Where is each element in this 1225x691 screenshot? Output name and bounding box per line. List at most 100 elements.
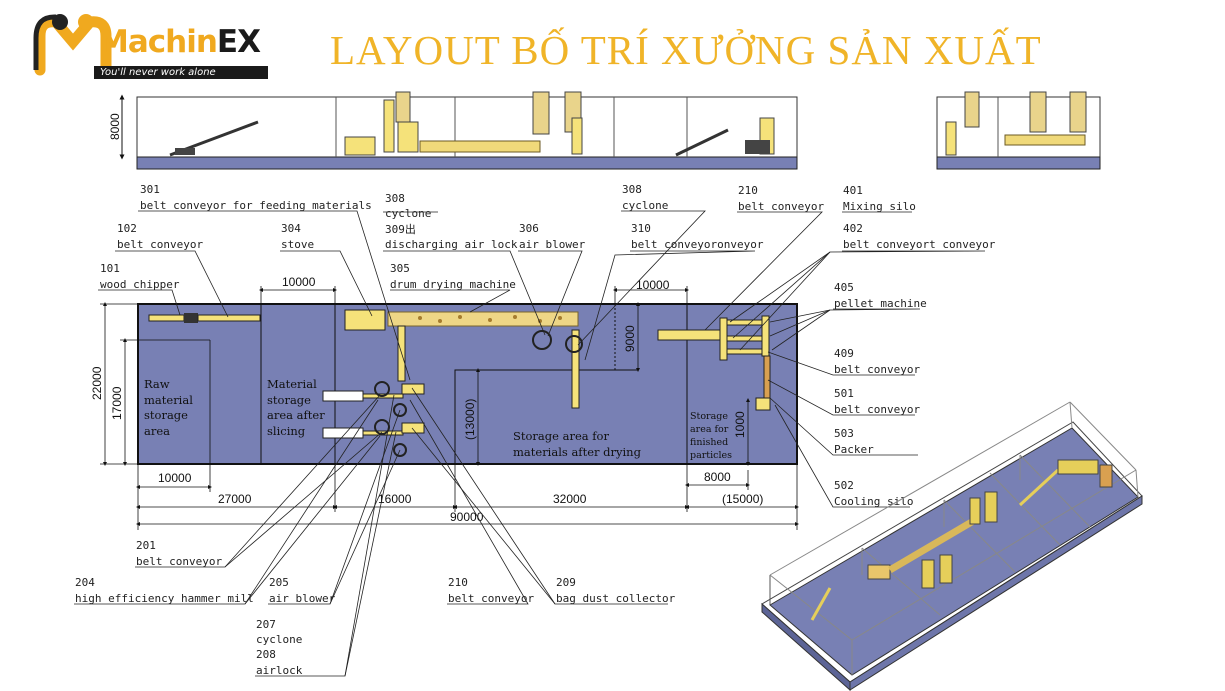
label-401-text: Mixing silo <box>843 200 916 213</box>
label-209-text: bag dust collector <box>556 592 676 605</box>
area-finished-line4: particles <box>690 450 732 461</box>
label-402-text: belt conveyort conveyor <box>843 238 996 251</box>
svg-text:finished: finished <box>690 437 728 448</box>
dim-10000-top: 10000 <box>282 275 316 289</box>
dim-10000-bottom: 10000 <box>158 471 192 485</box>
area-raw-line4: area <box>144 424 170 438</box>
machinex-logo <box>28 8 278 83</box>
label-409-number: 409 <box>834 347 854 360</box>
label-204-text: high efficiency hammer mill <box>75 592 254 605</box>
label-502-text: Cooling silo <box>834 495 913 508</box>
svg-text:storage: storage <box>144 408 188 422</box>
area-dried-line1: Storage area for <box>513 429 609 443</box>
label-405-number: 405 <box>834 281 854 294</box>
label-501-text: belt conveyor <box>834 403 920 416</box>
label-101-text: wood chipper <box>100 278 180 291</box>
area-material-line4: slicing <box>267 424 306 438</box>
label-401-number: 401 <box>843 184 863 197</box>
label-309-number: 309出 <box>385 222 416 236</box>
area-raw-line2: material <box>144 393 193 407</box>
label-102-number: 102 <box>117 222 137 235</box>
label-308b-number: 308 <box>622 183 642 196</box>
label-101-number: 101 <box>100 262 120 275</box>
label-304-number: 304 <box>281 222 301 235</box>
area-finished-line2: area for <box>690 424 729 435</box>
dim-13000: (13000) <box>463 399 477 440</box>
label-205-text: air blower <box>269 592 336 605</box>
label-208-number: 208 <box>256 648 276 661</box>
dim-32000: 32000 <box>553 492 587 506</box>
plan-view: Raw material storage area Material stora… <box>137 303 798 465</box>
label-305-text: drum drying machine <box>390 278 516 291</box>
svg-text:materials after drying: materials after drying <box>513 445 642 459</box>
label-209-number: 209 <box>556 576 576 589</box>
label-502-number: 502 <box>834 479 854 492</box>
label-306-number: 306 <box>519 222 539 235</box>
component-labels: 301 belt conveyor for feeding materials … <box>75 183 996 677</box>
dimension-values: 10000 10000 22000 17000 9000 (13000) 100… <box>90 275 763 524</box>
elevation-view: 8000 <box>108 91 798 170</box>
label-210a-number: 210 <box>738 184 758 197</box>
label-102-text: belt conveyor <box>117 238 203 251</box>
label-503-text: Packer <box>834 443 874 456</box>
label-405-text: pellet machine <box>834 297 927 310</box>
label-301-number: 301 <box>140 183 160 196</box>
area-finished-line1: Storage <box>690 411 728 422</box>
svg-text:area: area <box>144 424 170 438</box>
dim-9000: 9000 <box>623 325 637 352</box>
label-210b-number: 210 <box>448 576 468 589</box>
label-305-number: 305 <box>390 262 410 275</box>
label-301-text: belt conveyor for feeding materials <box>140 199 372 212</box>
dim-90000: 90000 <box>450 510 484 524</box>
svg-text:slicing: slicing <box>267 424 306 438</box>
svg-text:Storage: Storage <box>690 411 728 422</box>
label-310-text: belt conveyoronveyor <box>631 238 764 251</box>
label-201-number: 201 <box>136 539 156 552</box>
dim-22000: 22000 <box>90 366 104 400</box>
label-201-text: belt conveyor <box>136 555 222 568</box>
label-308b-text: cyclone <box>622 199 668 212</box>
label-402-number: 402 <box>843 222 863 235</box>
logo-name: MachinEX <box>98 24 261 60</box>
svg-text:Raw: Raw <box>144 377 170 391</box>
label-208-text: airlock <box>256 664 303 677</box>
svg-text:Material: Material <box>267 377 317 391</box>
label-204-number: 204 <box>75 576 95 589</box>
label-210a-text: belt conveyor <box>738 200 824 213</box>
label-409-text: belt conveyor <box>834 363 920 376</box>
label-207-number: 207 <box>256 618 276 631</box>
leader-lines <box>74 210 986 677</box>
label-306-text: air blower <box>519 238 586 251</box>
label-309-text: discharging air lock <box>385 238 518 251</box>
svg-text:storage: storage <box>267 393 311 407</box>
area-raw-line1: Raw <box>144 377 170 391</box>
page-title: LAYOUT BỐ TRÍ XƯỞNG SẢN XUẤT <box>330 27 1042 73</box>
svg-text:area for: area for <box>690 424 729 435</box>
area-material-line3: area after <box>267 408 325 422</box>
dimension-lines <box>100 286 799 530</box>
label-308a-number: 308 <box>385 192 405 205</box>
logo-tagline: You'll never work alone <box>94 66 268 79</box>
dim-17000: 17000 <box>110 386 124 420</box>
label-210b-text: belt conveyor <box>448 592 534 605</box>
dim-15000: (15000) <box>722 492 763 506</box>
area-raw-line3: storage <box>144 408 188 422</box>
svg-text:area after: area after <box>267 408 325 422</box>
dim-27000: 27000 <box>218 492 252 506</box>
svg-text:material: material <box>144 393 193 407</box>
svg-text:particles: particles <box>690 450 732 461</box>
dim-1000: 1000 <box>733 411 747 438</box>
dim-16000: 16000 <box>378 492 412 506</box>
area-material-line2: storage <box>267 393 311 407</box>
label-501-number: 501 <box>834 387 854 400</box>
isometric-3d-view <box>761 401 1143 691</box>
side-elevation-view <box>936 91 1101 170</box>
label-304-text: stove <box>281 238 314 251</box>
logo-mark-icon <box>33 14 112 76</box>
dim-height-8000: 8000 <box>108 113 122 140</box>
svg-text:Storage area for: Storage area for <box>513 429 609 443</box>
dim-8000: 8000 <box>704 470 731 484</box>
area-dried-line2: materials after drying <box>513 445 642 459</box>
label-207-text: cyclone <box>256 633 302 646</box>
